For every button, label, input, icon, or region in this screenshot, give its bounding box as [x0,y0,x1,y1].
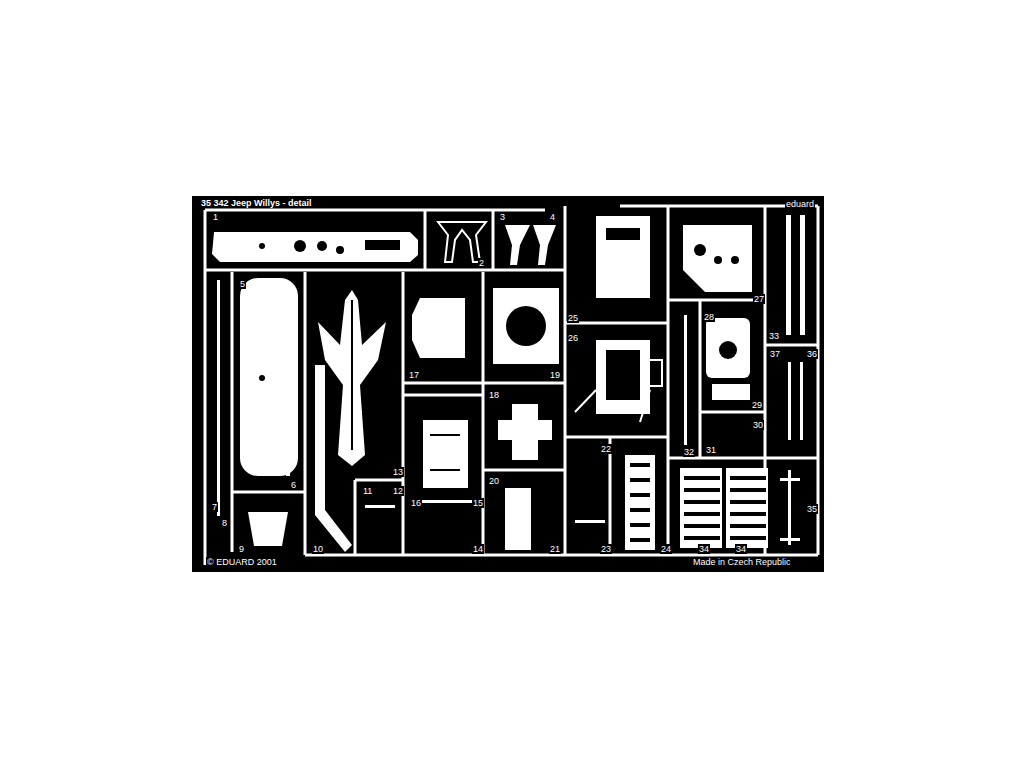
part-number: 7 [211,502,218,512]
fret-marking: eduard [785,199,815,209]
part-number: 18 [488,390,500,400]
part-number: 22 [600,444,612,454]
part-number: 6 [290,480,297,490]
part-number: 34 [735,544,747,554]
etched-holes [259,228,766,540]
part-number: 14 [472,544,484,554]
part-number: 16 [410,498,422,508]
part-number: 24 [660,544,672,554]
part-number: 11 [362,486,373,496]
part-number: 27 [753,294,765,304]
part-number: 3 [499,212,506,222]
part-number: 1 [212,212,219,222]
part-number: 5 [239,279,246,289]
part-number: 13 [392,467,404,477]
part-number: 26 [567,333,579,343]
part-number: 9 [238,544,245,554]
part-number: 12 [392,486,404,496]
part-number: 31 [705,445,717,455]
part-number: 21 [549,544,561,554]
part-number: 35 [806,504,818,514]
part-number: 30 [752,420,764,430]
fret-marking: Made in Czech Republic [692,557,792,567]
part-number: 20 [488,476,500,486]
part-number: 19 [549,370,561,380]
part-number: 37 [769,349,781,359]
part-number: 8 [221,518,228,528]
part-number: 17 [408,370,420,380]
fret-marking: © EDUARD 2001 [206,557,278,567]
etched-parts [212,215,805,552]
part-number: 28 [703,312,715,322]
part-number: 4 [549,212,556,222]
part-number: 32 [683,447,695,457]
part-number: 23 [600,544,612,554]
part-number: 15 [472,498,484,508]
part-number: 10 [312,544,324,554]
part-number: 34 [698,544,710,554]
part-number: 36 [806,349,818,359]
sprue-gaps [205,206,818,565]
part-number: 25 [567,313,579,323]
fret-ground [192,196,824,572]
part-number: 29 [751,400,763,410]
fret-title: 35 342 Jeep Willys - detail [200,198,312,208]
part-number: 2 [478,258,485,268]
part-number: 33 [768,331,780,341]
